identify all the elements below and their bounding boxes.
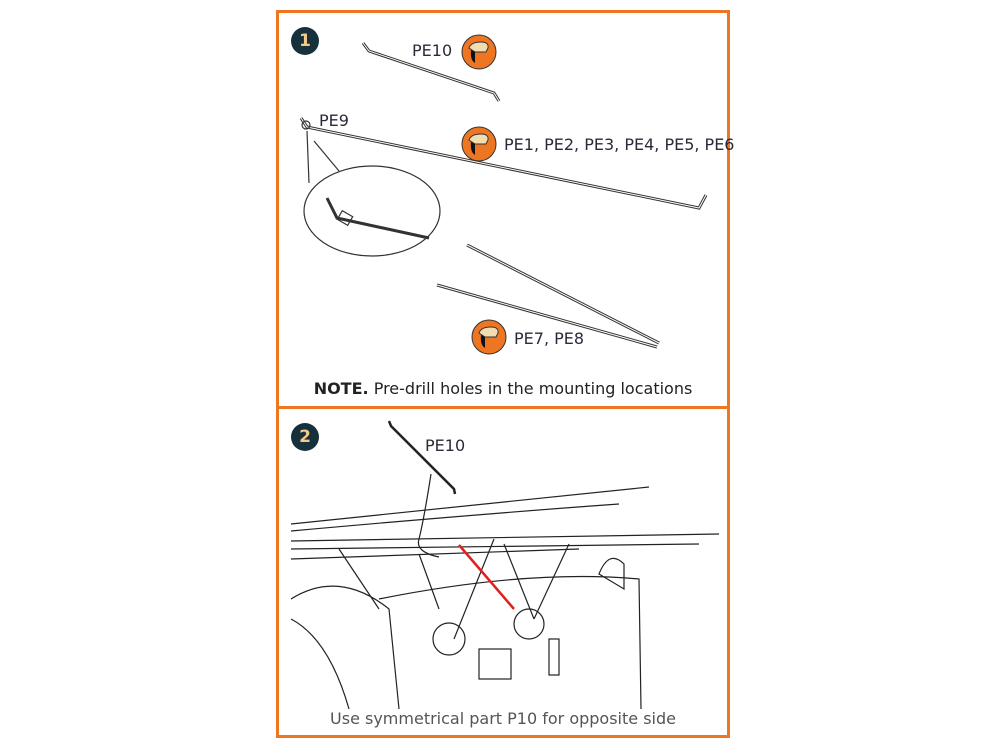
- step-2-illustration: [290, 420, 720, 710]
- step-1-illustration: [299, 42, 708, 349]
- glue-icon: [461, 126, 497, 162]
- note-text: NOTE. Pre-drill holes in the mounting lo…: [279, 379, 727, 398]
- step-2-panel: 2 PE10 Use symmetrical part P10 for oppo…: [276, 406, 730, 738]
- glue-icon: [471, 319, 507, 355]
- step-number-badge: 2: [291, 423, 319, 451]
- caption-text: Use symmetrical part P10 for opposite si…: [330, 709, 676, 728]
- part-label-pe10: PE10: [425, 436, 466, 455]
- part-label-pe7-pe8: PE7, PE8: [514, 329, 585, 348]
- part-label-pe9: PE9: [319, 111, 349, 130]
- glue-icon: [461, 34, 497, 70]
- part-label-pe1-pe6: PE1, PE2, PE3, PE4, PE5, PE6: [504, 135, 735, 154]
- step-number-badge: 1: [291, 27, 319, 55]
- note-body: Pre-drill holes in the mounting location…: [368, 379, 693, 398]
- part-label-pe10: PE10: [412, 41, 453, 60]
- step-1-panel: 1 PE10 PE9 PE1, PE2, PE3, PE4, PE5, PE6 …: [276, 10, 734, 409]
- note-label: NOTE.: [313, 379, 369, 398]
